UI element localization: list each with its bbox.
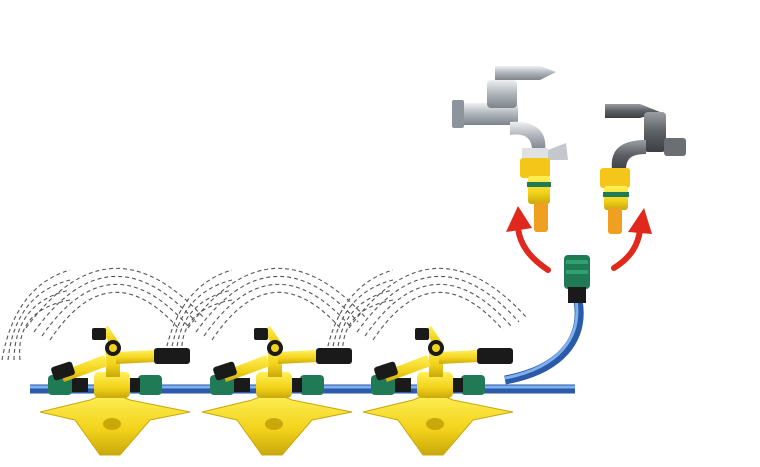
spray-arc <box>356 275 520 333</box>
spray-arc <box>175 289 233 361</box>
sprinkler-group <box>39 326 514 456</box>
spray-arc <box>169 279 233 361</box>
spray-arc <box>372 291 504 341</box>
spray-arc <box>336 289 394 361</box>
spray-arc <box>1 269 71 361</box>
spray-arc <box>330 279 394 361</box>
dark-tap-icon <box>600 104 686 234</box>
spray-arc <box>324 269 394 361</box>
red-arrow-icon <box>611 208 652 271</box>
spray-arc <box>211 291 343 341</box>
spray-arc <box>49 291 181 341</box>
spray-arc <box>348 267 528 329</box>
spray-arc <box>187 267 367 329</box>
spray-arc <box>364 283 512 337</box>
red-arrow-icon <box>506 206 551 273</box>
sprinkler-icon <box>39 326 191 456</box>
sprinkler-icon <box>362 326 514 456</box>
spray-arc <box>41 283 189 337</box>
spray-arc <box>33 275 197 333</box>
spray-arc <box>163 269 233 361</box>
water-spray-arcs <box>1 267 528 361</box>
spray-arc <box>7 279 71 361</box>
hose-connector-icon <box>564 255 590 303</box>
chrome-tap-icon <box>452 66 568 232</box>
spray-arc <box>13 289 71 361</box>
sprinkler-icon <box>201 326 353 456</box>
spray-arc <box>25 267 205 329</box>
spray-arc <box>203 283 351 337</box>
spray-arc <box>19 299 71 361</box>
spray-arc <box>195 275 359 333</box>
